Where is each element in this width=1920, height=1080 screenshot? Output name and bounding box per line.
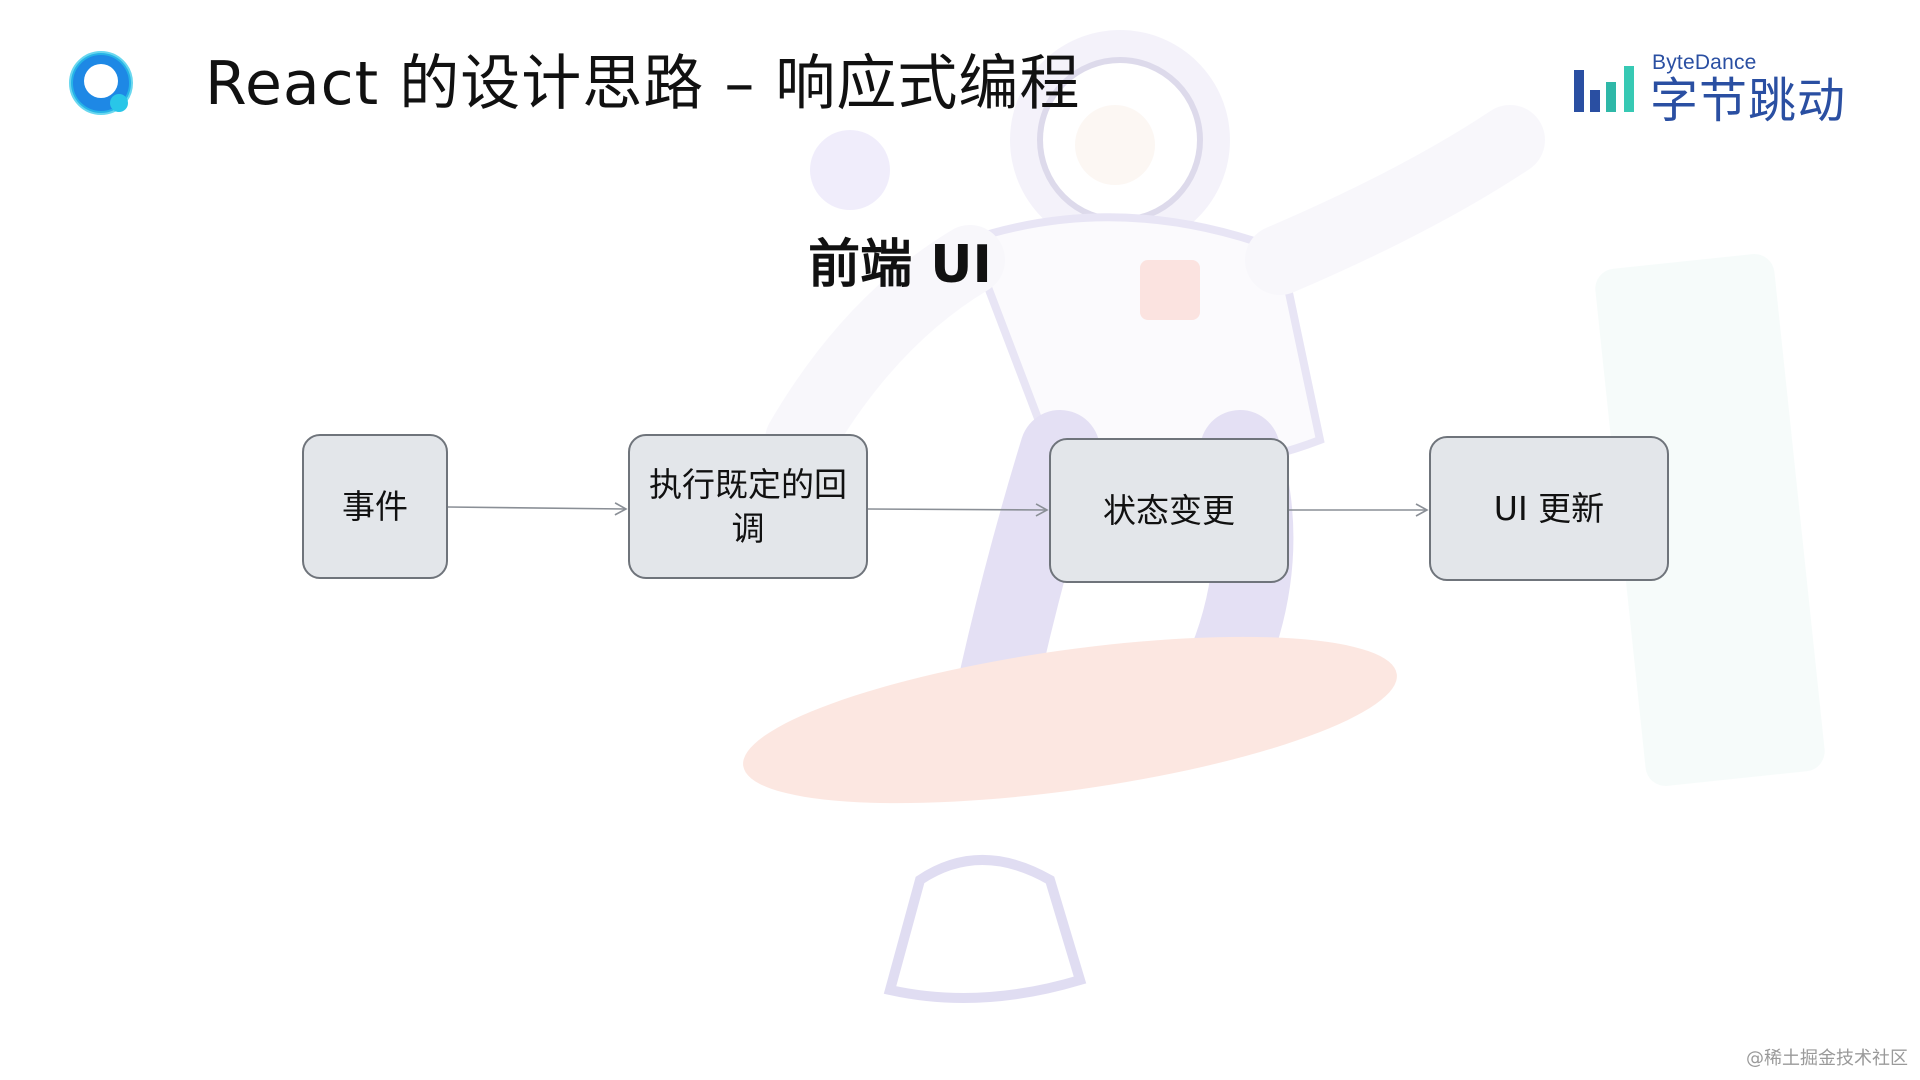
node-label: 执行既定的回调 bbox=[649, 464, 847, 548]
page-title: React 的设计思路 – 响应式编程 bbox=[205, 49, 1081, 119]
node-execute-callback: 执行既定的回调 bbox=[628, 434, 868, 579]
slide-header: React 的设计思路 – 响应式编程 ByteDance 字节跳动 bbox=[0, 0, 1920, 170]
diagram-title: 前端 UI bbox=[808, 235, 992, 295]
node-ui-update: UI 更新 bbox=[1429, 436, 1669, 581]
node-state-change: 状态变更 bbox=[1049, 438, 1289, 583]
watermark-text: @稀土掘金技术社区 bbox=[1746, 1048, 1908, 1069]
brand-name-cn: 字节跳动 bbox=[1650, 73, 1847, 129]
bytedance-bars-icon bbox=[1574, 66, 1634, 112]
arrow-event-to-callback bbox=[447, 502, 628, 516]
brand-name-en: ByteDance bbox=[1652, 51, 1757, 74]
node-label: UI 更新 bbox=[1493, 488, 1605, 528]
node-label: 事件 bbox=[342, 486, 408, 526]
node-event: 事件 bbox=[302, 434, 448, 579]
arrow-callback-to-state bbox=[867, 503, 1049, 517]
bytedance-brand-logo: ByteDance 字节跳动 bbox=[1572, 48, 1862, 129]
node-label: 状态变更 bbox=[1103, 490, 1235, 530]
circle-q-logo-icon bbox=[69, 51, 133, 115]
